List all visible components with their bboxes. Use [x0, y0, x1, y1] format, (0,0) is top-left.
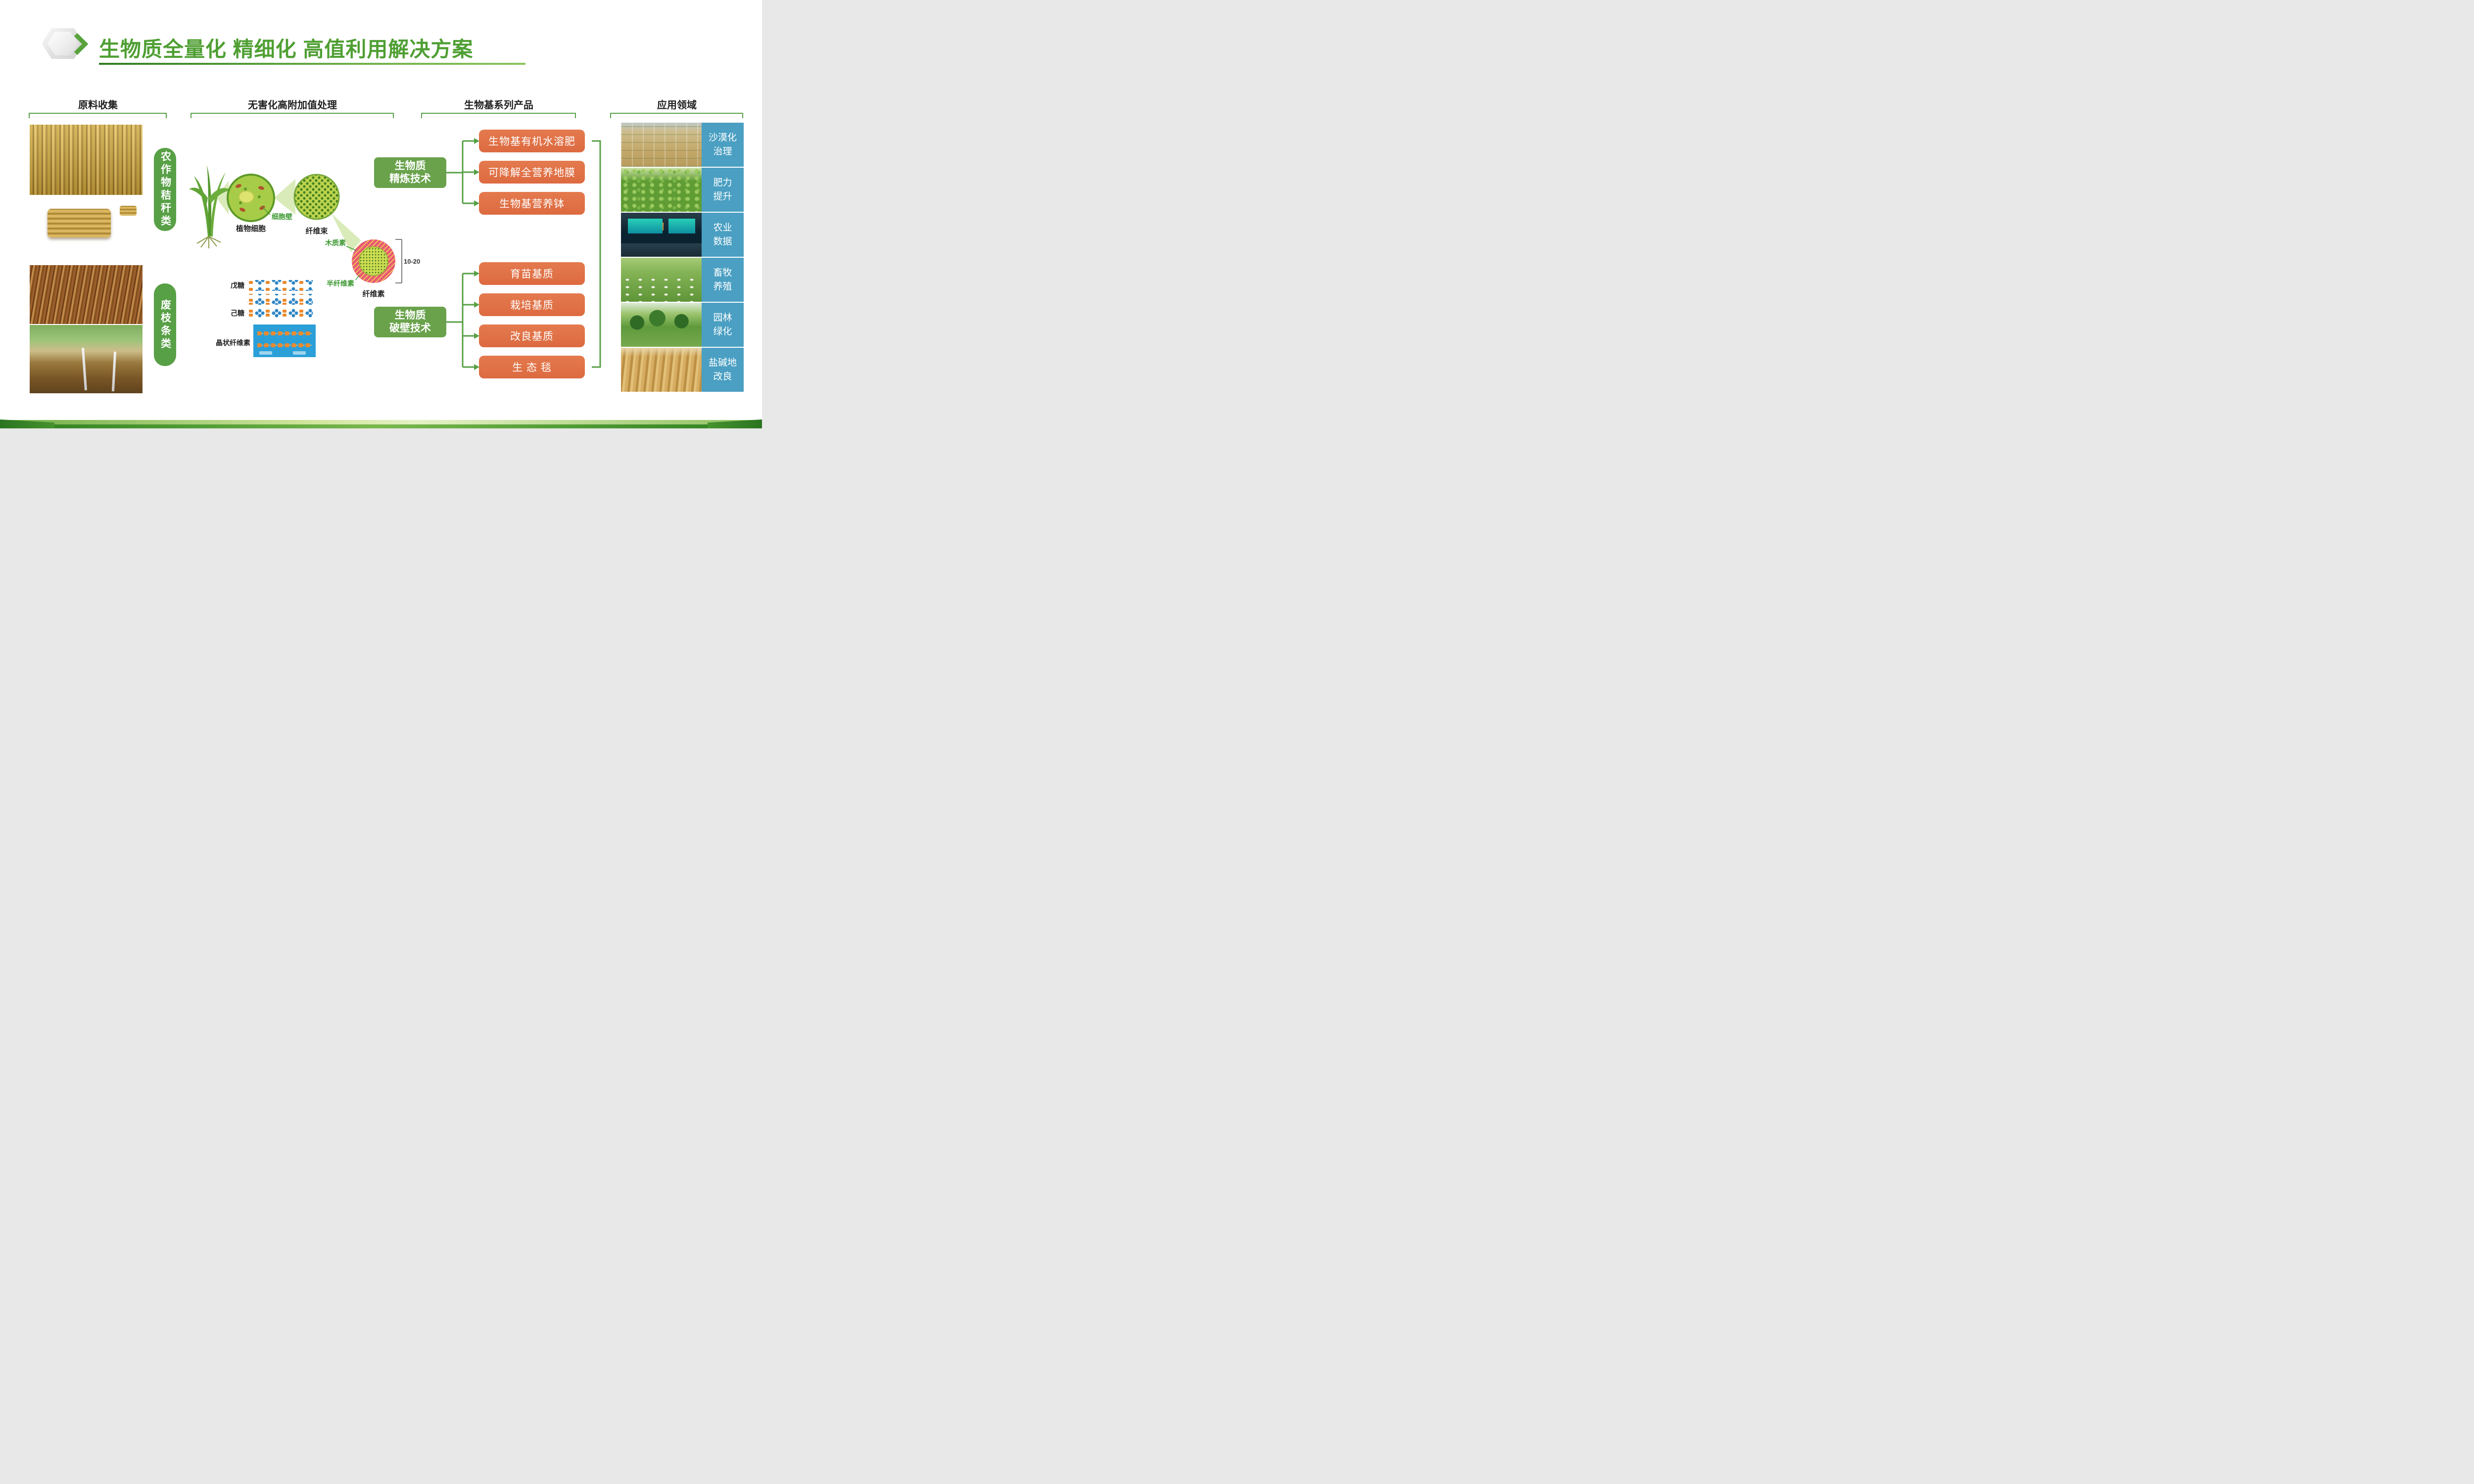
category-label-branches: 废枝条类 — [154, 283, 176, 366]
section-header-products: 生物基系列产品 — [464, 100, 533, 111]
photo-hay-bales — [30, 195, 143, 253]
photo-corn-stalks — [30, 125, 143, 195]
hexose-chain — [247, 308, 313, 319]
lignin-leader-line — [346, 246, 357, 251]
hemicellulose-label: 半纤维素 — [327, 279, 354, 287]
application-row: 农业 数据 — [621, 213, 744, 257]
cell-wall-leader-line — [262, 206, 271, 215]
crystalline-label: 晶状纤维素 — [216, 339, 250, 347]
application-row: 畜牧 养殖 — [621, 258, 744, 302]
fiber-bundle-illustration — [293, 174, 340, 220]
product-nutrient-pot: 生物基营养钵 — [479, 192, 585, 215]
scale-label: 10-20nm — [404, 258, 421, 265]
plant-cell-illustration — [227, 174, 275, 222]
application-row: 沙漠化 治理 — [621, 123, 744, 167]
application-label-saline-alkali: 盐碱地 改良 — [702, 348, 744, 392]
pole-shape — [82, 347, 87, 391]
application-row: 肥力 提升 — [621, 168, 744, 212]
chevron-right-icon — [74, 33, 88, 55]
crystalline-illustration — [253, 325, 316, 357]
product-water-soluble-fertilizer: 生物基有机水溶肥 — [479, 130, 585, 152]
fiber-bundle-label: 纤维束 — [305, 227, 328, 235]
photo-orchard-prunings — [30, 325, 143, 393]
pole-shape — [111, 351, 117, 392]
hay-bale-shape — [48, 209, 111, 237]
footer-ribbon-back — [0, 420, 762, 425]
hexose-label: 己糖 — [231, 309, 244, 317]
application-label-agriculture-data: 农业 数据 — [702, 213, 744, 257]
photo-saline-alkali-land — [621, 348, 702, 392]
plant-cell-label: 植物细胞 — [236, 224, 266, 233]
section-header-collection: 原料收集 — [78, 100, 118, 111]
bracket-applications — [610, 113, 743, 118]
title-underline — [99, 63, 525, 65]
pentose-label: 戊糖 — [231, 281, 244, 289]
application-row: 盐碱地 改良 — [621, 348, 744, 392]
application-label-desertification: 沙漠化 治理 — [702, 123, 744, 167]
refining-tech-box: 生物质 精炼技术 — [374, 157, 446, 188]
application-label-livestock: 畜牧 养殖 — [702, 258, 744, 302]
product-seedling-substrate: 育苗基质 — [479, 262, 585, 285]
product-cultivation-substrate: 栽培基质 — [479, 293, 585, 316]
application-row: 园林 绿化 — [621, 303, 744, 347]
cell-wall-label: 细胞壁 — [272, 213, 292, 221]
processing-diagram: 细胞壁 植物细胞 纤维束 木质素 半纤维素 纤维素 10-20nm 戊糖 己糖 … — [189, 165, 421, 357]
photo-livestock — [621, 258, 702, 302]
photo-desertification — [621, 123, 702, 167]
scale-measure-lines — [395, 239, 402, 283]
photo-fertility — [621, 168, 702, 212]
product-improvement-substrate: 改良基质 — [479, 325, 585, 347]
slide: 生物质全量化 精细化 高值利用解决方案 原料收集 无害化高附加值处理 生物基系列… — [0, 0, 762, 428]
photo-landscaping — [621, 303, 702, 347]
page-title: 生物质全量化 精细化 高值利用解决方案 — [99, 38, 474, 61]
section-header-applications: 应用领域 — [657, 100, 697, 111]
cellulose-label: 纤维素 — [362, 289, 384, 298]
sugar-chain — [247, 294, 313, 305]
product-eco-blanket: 生 态 毯 — [479, 356, 585, 378]
application-label-fertility: 肥力 提升 — [702, 168, 744, 212]
photo-agriculture-data — [621, 213, 702, 257]
product-degradable-mulch-film: 可降解全营养地膜 — [479, 161, 585, 184]
product-connectors — [446, 138, 601, 370]
bracket-products — [421, 113, 576, 118]
breaking-tech-box: 生物质 破壁技术 — [374, 307, 446, 337]
section-header-processing: 无害化高附加值处理 — [248, 100, 337, 111]
application-label-landscaping: 园林 绿化 — [702, 303, 744, 347]
sheep-flock-shape — [621, 276, 702, 302]
lignin-label: 木质素 — [325, 239, 346, 247]
photo-waste-branches — [30, 265, 143, 324]
category-label-straw: 农作物秸秆类 — [154, 148, 176, 231]
hemicellulose-leader-line — [355, 275, 360, 280]
footer-ribbon-front — [0, 424, 762, 428]
bracket-collection — [29, 113, 167, 118]
cellulose-illustration — [352, 239, 395, 283]
hay-bale-small-shape — [120, 206, 137, 216]
pentose-chain — [247, 280, 313, 291]
bracket-processing — [190, 113, 394, 118]
